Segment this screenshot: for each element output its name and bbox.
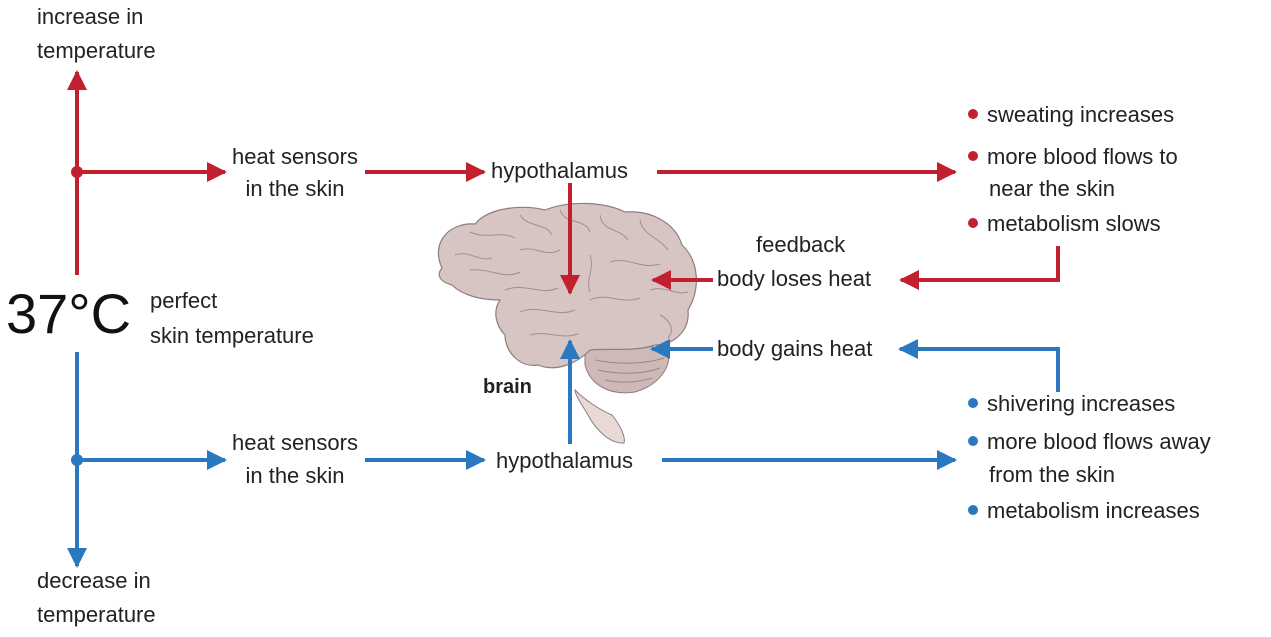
increase-label-line1: increase in — [37, 3, 143, 31]
cool-response-2-cont: from the skin — [970, 461, 1115, 489]
cool-hypothalamus: hypothalamus — [496, 447, 633, 475]
cool-response-3: metabolism increases — [968, 497, 1200, 525]
warm-response-2: more blood flows to — [968, 143, 1178, 171]
warm-sensors-line1: heat sensors — [210, 143, 380, 171]
feedback-label: feedback — [756, 231, 845, 259]
warm-hypothalamus: hypothalamus — [491, 157, 628, 185]
cool-sensors-line1: heat sensors — [210, 429, 380, 457]
cool-response-1: shivering increases — [968, 390, 1175, 418]
increase-label-line2: temperature — [37, 37, 156, 65]
warm-feedback-arrow — [901, 246, 1058, 280]
cool-response-2: more blood flows away — [968, 428, 1211, 456]
bullet-icon — [968, 505, 978, 515]
bullet-icon — [968, 218, 978, 228]
warm-response-1: sweating increases — [968, 101, 1174, 129]
decrease-label-line1: decrease in — [37, 567, 151, 595]
temperature-value: 37°C — [6, 284, 131, 344]
cerebrum — [438, 203, 696, 367]
body-loses-heat: body loses heat — [717, 265, 871, 293]
brain-stem — [575, 390, 624, 443]
cool-sensors-line2: in the skin — [210, 462, 380, 490]
brain-label: brain — [483, 373, 532, 401]
brain-icon — [438, 203, 696, 443]
body-gains-heat: body gains heat — [717, 335, 872, 363]
bullet-icon — [968, 436, 978, 446]
bullet-icon — [968, 109, 978, 119]
bullet-icon — [968, 151, 978, 161]
decrease-label-line2: temperature — [37, 601, 156, 629]
cool-feedback-arrow — [900, 349, 1058, 392]
skin-temperature-label: skin temperature — [150, 322, 314, 350]
warm-sensors-line2: in the skin — [210, 175, 380, 203]
warm-response-2-cont: near the skin — [970, 175, 1115, 203]
perfect-label: perfect — [150, 287, 217, 315]
warm-response-3: metabolism slows — [968, 210, 1161, 238]
bullet-icon — [968, 398, 978, 408]
